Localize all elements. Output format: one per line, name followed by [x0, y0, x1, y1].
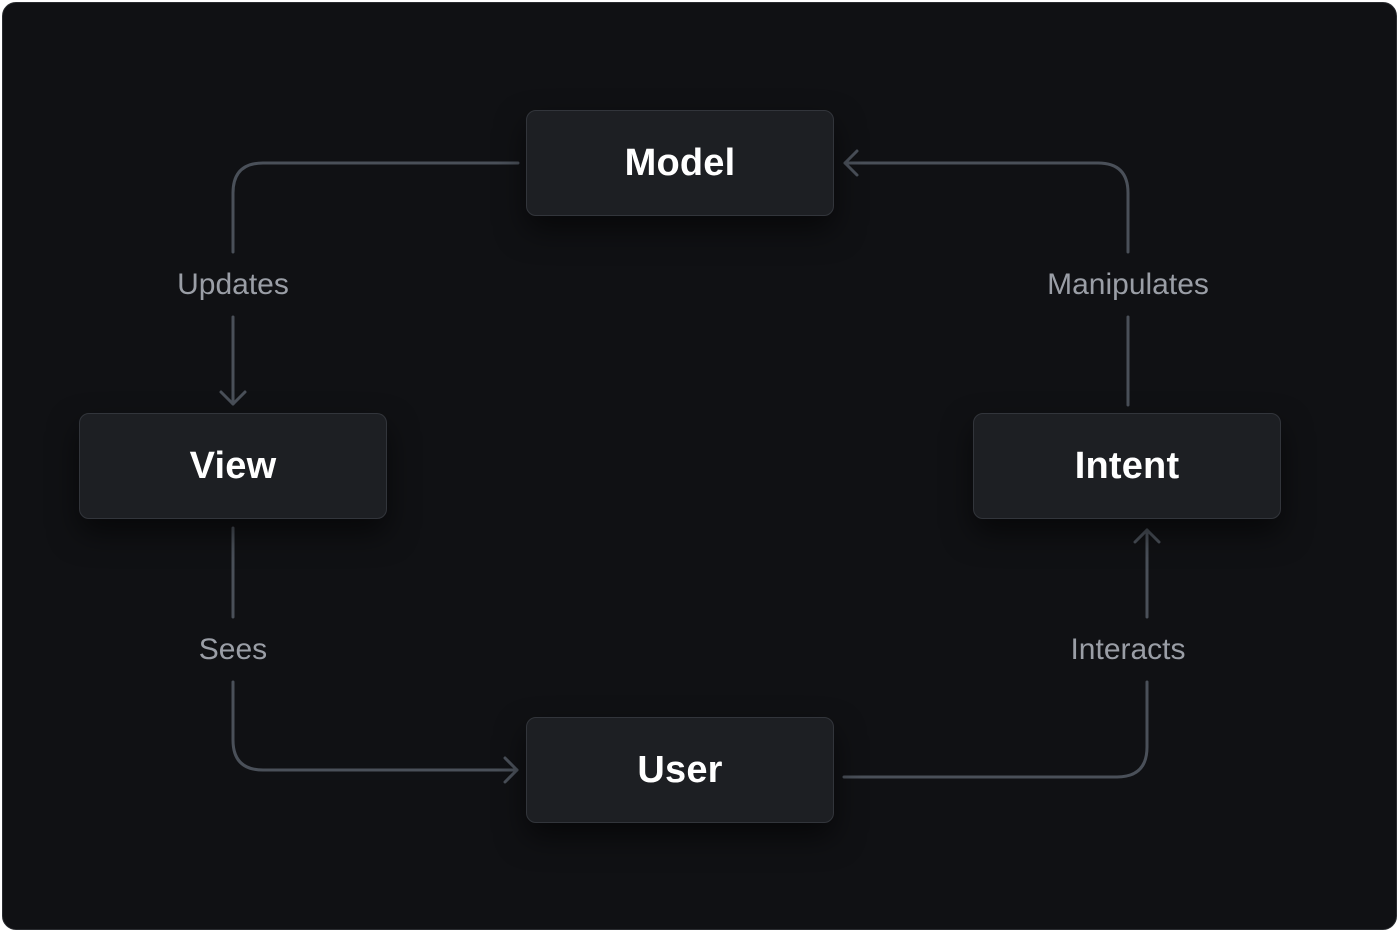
- user-node-label: User: [637, 748, 723, 791]
- intent-node-label: Intent: [1074, 444, 1180, 487]
- intent-node: Intent: [973, 413, 1281, 519]
- view-node: View: [79, 413, 387, 519]
- model-node-label: Model: [624, 141, 736, 184]
- edge-label-manipulates: Manipulates: [1047, 268, 1209, 301]
- arrowhead-into-intent: [1133, 528, 1161, 544]
- edge-label-sees: Sees: [198, 633, 268, 666]
- edge-label-interacts: Interacts: [1070, 633, 1186, 666]
- connector-user-to-intent-bottom: [842, 680, 1149, 779]
- arrowhead-into-view: [219, 390, 247, 406]
- user-node: User: [526, 717, 834, 823]
- model-node: Model: [526, 110, 834, 216]
- connector-intent-to-model-top: [843, 161, 1130, 254]
- arrowhead-into-model: [843, 149, 859, 177]
- edge-label-updates: Updates: [177, 268, 289, 301]
- connector-model-to-view-top: [231, 161, 520, 254]
- view-node-label: View: [189, 444, 277, 487]
- arrowhead-into-user: [503, 756, 519, 784]
- connector-view-to-user-bottom: [231, 680, 519, 772]
